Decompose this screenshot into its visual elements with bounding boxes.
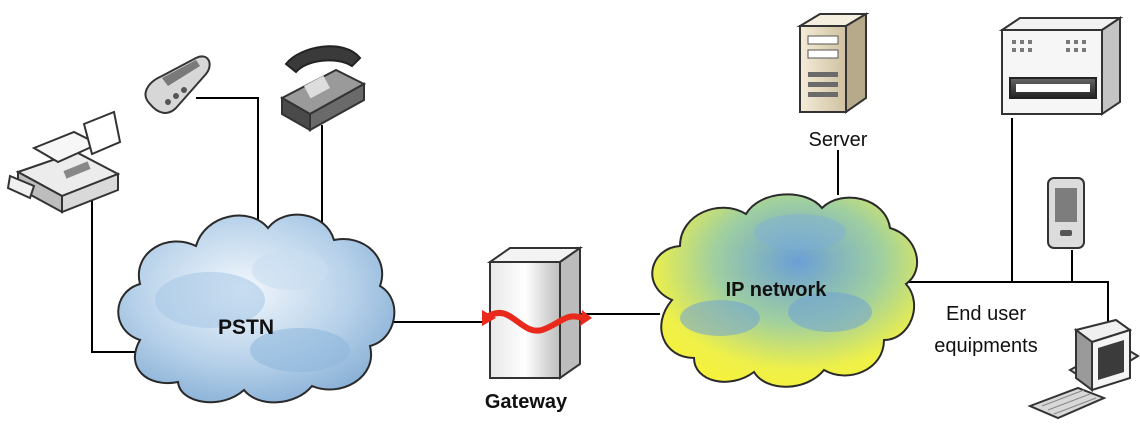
gateway-icon: Gateway bbox=[482, 246, 592, 413]
connection-lines bbox=[91, 97, 1109, 353]
fax-machine-icon bbox=[6, 110, 122, 214]
desktop-computer-icon bbox=[1027, 318, 1140, 420]
gateway-label: Gateway bbox=[485, 391, 568, 413]
pstn-label: PSTN bbox=[218, 316, 274, 339]
fax-link bbox=[91, 185, 138, 353]
ip-network-label: IP network bbox=[726, 279, 828, 301]
pda-icon bbox=[1047, 177, 1085, 249]
end-user-bus bbox=[905, 281, 1109, 325]
rack-device-icon bbox=[998, 16, 1124, 116]
pstn-cloud: PSTN bbox=[117, 213, 396, 404]
desk-telephone-icon bbox=[279, 45, 367, 132]
end-user-label: End user equipments bbox=[934, 303, 1037, 357]
server-icon: Server bbox=[796, 12, 870, 151]
cordless-phone-link bbox=[196, 97, 259, 262]
ip-network-cloud: IP network bbox=[651, 193, 919, 388]
cordless-phone-icon bbox=[144, 55, 211, 114]
end-user-label-line2: equipments bbox=[934, 335, 1037, 357]
end-user-label-line1: End user bbox=[946, 303, 1026, 325]
server-label: Server bbox=[809, 129, 868, 151]
